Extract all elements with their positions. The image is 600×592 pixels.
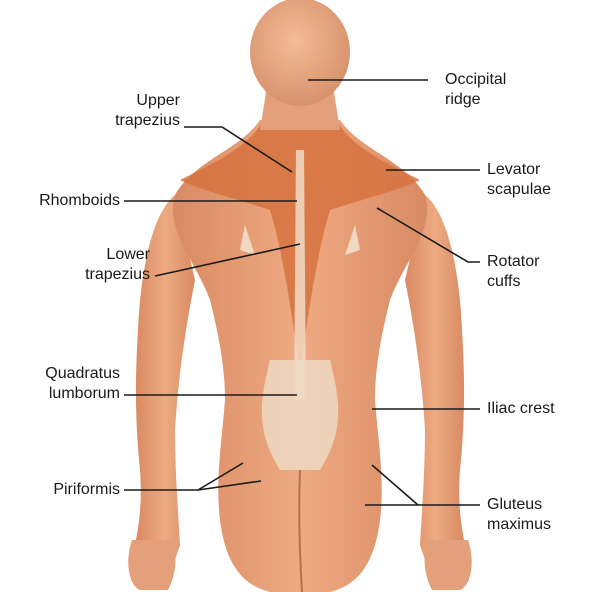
label-lower-trapezius: Lower trapezius xyxy=(60,245,150,285)
label-rhomboids: Rhomboids xyxy=(10,191,120,211)
left-hand xyxy=(128,540,175,590)
head xyxy=(250,0,350,106)
torso xyxy=(173,100,427,592)
label-iliac-crest: Iliac crest xyxy=(487,399,555,419)
label-piriformis: Piriformis xyxy=(20,480,120,500)
label-levator-scapulae: Levator scapulae xyxy=(487,160,551,200)
right-hand xyxy=(425,540,472,590)
label-upper-trapezius: Upper trapezius xyxy=(104,91,180,131)
label-rotator-cuffs: Rotator cuffs xyxy=(487,252,539,292)
label-gluteus-maximus: Gluteus maximus xyxy=(487,495,551,535)
label-quadratus-lumborum: Quadratus lumborum xyxy=(20,364,120,404)
label-occipital-ridge: Occipital ridge xyxy=(445,70,506,110)
right-arm xyxy=(405,195,465,575)
